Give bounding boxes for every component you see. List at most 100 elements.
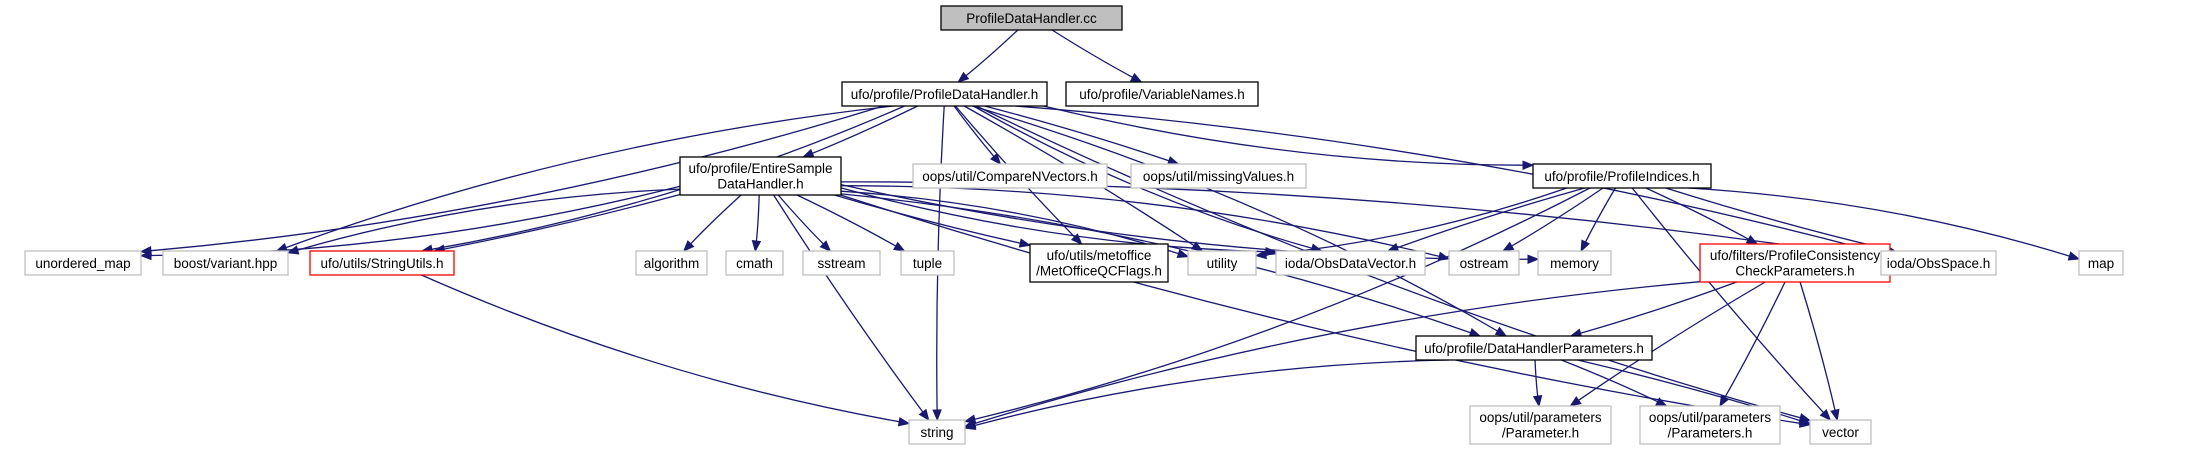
node-box bbox=[725, 250, 784, 276]
edges-layer bbox=[139, 29, 2081, 430]
node-label: oops/util/parameters bbox=[1479, 410, 1602, 425]
node-umap: unordered_map bbox=[24, 250, 142, 276]
edge-pindices-to-utility bbox=[1254, 187, 1568, 260]
node-label: ufo/profile/DataHandlerParameters.h bbox=[1424, 341, 1644, 356]
node-label: boost/variant.hpp bbox=[174, 256, 278, 271]
node-label: ioda/ObsDataVector.h bbox=[1285, 256, 1416, 271]
edge-line bbox=[1688, 187, 2070, 257]
edge-dhparams-to-string bbox=[963, 359, 1449, 430]
edge-line bbox=[953, 105, 995, 157]
edge-arrowhead bbox=[1819, 409, 1832, 421]
node-label: ufo/profile/VariableNames.h bbox=[1079, 87, 1245, 102]
node-box bbox=[1130, 163, 1307, 189]
node-sstream: sstream bbox=[802, 250, 881, 276]
node-label: oops/util/CompareNVectors.h bbox=[922, 169, 1098, 184]
edge-esdh-to-tuple bbox=[796, 194, 906, 252]
node-oparam: oops/util/parameters/Parameter.h bbox=[1469, 405, 1612, 445]
edge-arrowhead bbox=[897, 416, 911, 427]
node-label: ufo/profile/EntireSample bbox=[688, 161, 832, 176]
edge-line bbox=[443, 193, 681, 250]
edge-esdh-to-string bbox=[773, 194, 930, 422]
node-box bbox=[1469, 405, 1612, 445]
node-label: string bbox=[920, 425, 953, 440]
node-pccp[interactable]: ufo/filters/ProfileConsistencyCheckParam… bbox=[1699, 243, 1891, 283]
edge-line bbox=[1724, 281, 1786, 398]
edge-dhparams-to-oparam bbox=[1532, 359, 1543, 408]
edge-pindices-to-obsdatavec bbox=[1386, 187, 1585, 252]
edge-arrowhead bbox=[1494, 326, 1508, 337]
node-label: /Parameters.h bbox=[1668, 426, 1753, 441]
node-label: algorithm bbox=[644, 256, 700, 271]
edge-line bbox=[1043, 105, 1524, 166]
edge-arrowhead bbox=[1254, 249, 1267, 260]
edge-esdh-to-algorithm bbox=[682, 194, 742, 252]
edge-arrowhead bbox=[682, 240, 695, 252]
edge-line bbox=[1015, 105, 1872, 252]
node-map: map bbox=[2078, 250, 2124, 276]
node-box bbox=[1065, 81, 1259, 107]
edge-line bbox=[965, 29, 1019, 77]
edge-arrowhead bbox=[1129, 72, 1143, 83]
edge-line bbox=[1265, 187, 1568, 256]
edge-arrowhead bbox=[918, 408, 930, 422]
node-label: ProfileDataHandler.cc bbox=[966, 11, 1097, 26]
node-box bbox=[1537, 250, 1612, 276]
edge-arrowhead bbox=[801, 148, 815, 158]
node-label: unordered_map bbox=[35, 256, 130, 271]
edge-pdh-to-missing bbox=[984, 105, 1180, 166]
node-label: utility bbox=[1207, 256, 1238, 271]
edge-arrowhead bbox=[957, 71, 970, 83]
node-box bbox=[679, 156, 842, 196]
node-label: memory bbox=[1550, 256, 1599, 271]
node-cmath: cmath bbox=[725, 250, 784, 276]
node-comparen: oops/util/CompareNVectors.h bbox=[912, 163, 1108, 189]
edge-esdh-to-cmath bbox=[751, 194, 762, 253]
node-varnames[interactable]: ufo/profile/VariableNames.h bbox=[1065, 81, 1259, 107]
node-pindices[interactable]: ufo/profile/ProfileIndices.h bbox=[1532, 163, 1712, 189]
node-oparams: oops/util/parameters/Parameters.h bbox=[1639, 405, 1781, 445]
edge-root-to-varnames bbox=[1051, 29, 1143, 83]
edge-line bbox=[1578, 281, 1766, 401]
node-box bbox=[162, 250, 289, 276]
edge-arrowhead bbox=[1176, 248, 1190, 258]
edge-pccp-to-oparams bbox=[1719, 281, 1786, 408]
node-pdh[interactable]: ufo/profile/ProfileDataHandler.h bbox=[841, 81, 1048, 107]
node-box bbox=[908, 419, 966, 445]
edge-arrowhead bbox=[990, 152, 1002, 166]
edge-arrowhead bbox=[1018, 238, 1032, 248]
edge-arrowhead bbox=[1070, 233, 1083, 245]
node-label: tuple bbox=[913, 256, 942, 271]
node-label: sstream bbox=[817, 256, 865, 271]
node-vector: vector bbox=[1809, 419, 1872, 445]
edge-arrowhead bbox=[1745, 234, 1759, 245]
edge-arrowhead bbox=[1522, 160, 1535, 170]
edge-arrowhead bbox=[286, 245, 300, 255]
edge-pindices-to-pccp bbox=[1645, 187, 1759, 245]
nodes-layer: ProfileDataHandler.cc ufo/profile/Profile… bbox=[24, 5, 2124, 445]
node-obsspace: ioda/ObsSpace.h bbox=[1880, 250, 1997, 276]
node-ostream: ostream bbox=[1448, 250, 1520, 276]
node-dhparams[interactable]: ufo/profile/DataHandlerParameters.h bbox=[1415, 335, 1653, 361]
node-metoffice[interactable]: ufo/utils/metoffice/MetOfficeQCFlags.h bbox=[1029, 243, 1169, 283]
node-missing: oops/util/missingValues.h bbox=[1130, 163, 1307, 189]
edge-line bbox=[984, 105, 1170, 162]
node-strutils[interactable]: ufo/utils/StringUtils.h bbox=[309, 250, 455, 276]
node-bvariant: boost/variant.hpp bbox=[162, 250, 289, 276]
edge-line bbox=[972, 105, 1498, 332]
node-label: oops/util/missingValues.h bbox=[1143, 169, 1294, 184]
node-box bbox=[1415, 335, 1653, 361]
node-label: CheckParameters.h bbox=[1735, 264, 1854, 279]
node-string: string bbox=[908, 419, 966, 445]
node-label: ioda/ObsSpace.h bbox=[1887, 256, 1991, 271]
edge-line bbox=[974, 281, 1701, 425]
edge-arrowhead bbox=[893, 241, 906, 252]
edge-arrowhead bbox=[932, 409, 942, 422]
edge-arrowhead bbox=[963, 420, 977, 430]
node-root[interactable]: ProfileDataHandler.cc bbox=[940, 5, 1123, 31]
node-box bbox=[912, 163, 1108, 189]
edge-arrowhead bbox=[1830, 408, 1840, 422]
node-label: ufo/profile/ProfileDataHandler.h bbox=[851, 87, 1039, 102]
edge-line bbox=[1051, 29, 1133, 78]
node-label: ufo/profile/ProfileIndices.h bbox=[1544, 169, 1699, 184]
